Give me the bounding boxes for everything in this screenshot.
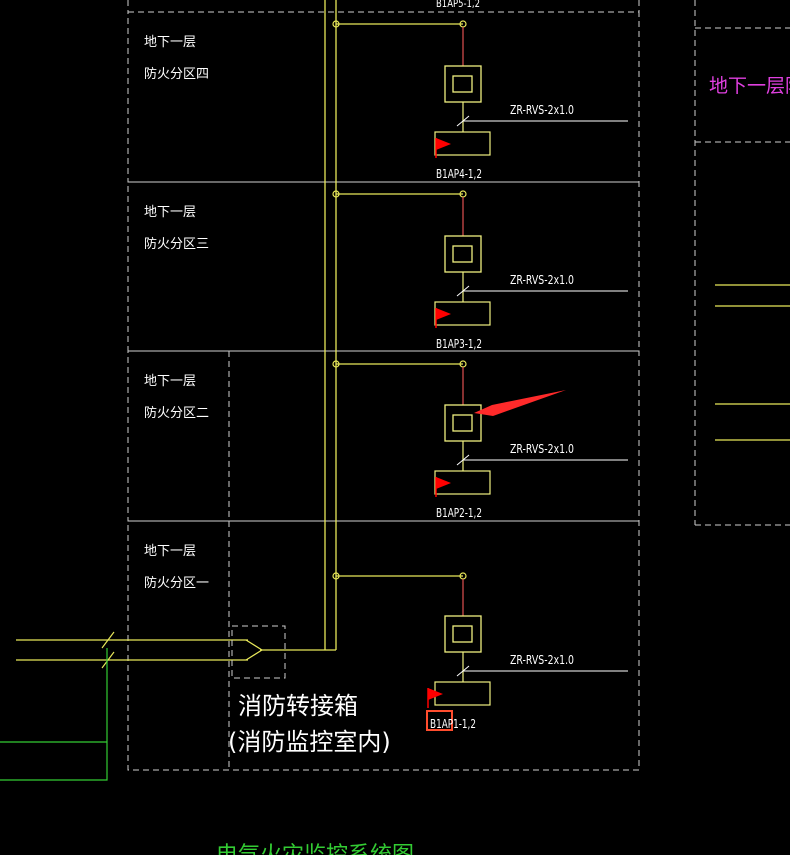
monitor-device-inner xyxy=(452,245,473,263)
right-side-panel xyxy=(694,0,790,526)
right-panel-bus-lines xyxy=(715,284,790,441)
zone-box-1 xyxy=(127,520,640,771)
panel-id-label: B1AP1-1,2 xyxy=(430,717,476,731)
monitor-device-inner xyxy=(452,414,473,432)
monitor-device-inner xyxy=(452,625,473,643)
incoming-tick-a xyxy=(101,631,115,649)
cable-tick xyxy=(456,285,470,297)
zone-floor-label: 地下一层 xyxy=(144,374,196,389)
junction-arrow xyxy=(245,639,264,661)
junction-box-location: (消防监控室内) xyxy=(228,728,391,756)
panel-id-label: B1AP2-1,2 xyxy=(436,506,482,520)
junction-dot xyxy=(332,190,340,198)
cable-tick xyxy=(456,115,470,127)
panel-id-label: B1AP4-1,2 xyxy=(436,167,482,181)
cable-tick xyxy=(456,454,470,466)
monitor-device-inner xyxy=(452,75,473,93)
zone-floor-label: 地下一层 xyxy=(144,35,196,50)
panel-box xyxy=(434,470,491,495)
junction-box-title: 消防转接箱 xyxy=(238,692,358,720)
panel-box xyxy=(434,301,491,326)
incoming-tick-b xyxy=(101,651,115,669)
zone-floor-label: 地下一层 xyxy=(144,205,196,220)
main-bus xyxy=(260,0,463,651)
panel-id-label: B1AP3-1,2 xyxy=(436,337,482,351)
zone-box-4 xyxy=(127,11,640,183)
zone-area-label: 防火分区三 xyxy=(144,236,209,252)
feeder-units xyxy=(426,27,628,731)
junction-dot xyxy=(332,572,340,580)
zone-area-label: 防火分区一 xyxy=(144,575,209,591)
green-lines xyxy=(0,648,108,781)
diagram-title: 电气火灾监控系统图 xyxy=(216,843,414,855)
zone-area-label: 防火分区四 xyxy=(144,66,209,82)
flag-icon xyxy=(436,138,451,150)
cable-tick xyxy=(456,665,470,677)
cable-spec-label: ZR-RVS-2x1.0 xyxy=(510,103,574,117)
highlight-box xyxy=(426,710,453,731)
green-line-b xyxy=(0,648,108,781)
panel-box xyxy=(434,131,491,156)
panel-labels: B1AP4-1,2ZR-RVS-2x1.0B1AP3-1,2ZR-RVS-2x1… xyxy=(430,103,574,731)
flag-icon xyxy=(436,308,451,320)
zone-area-label: 防火分区二 xyxy=(144,405,209,421)
top-panel-label: B1AP5-1,2 xyxy=(436,0,480,10)
fire-zone-boxes xyxy=(127,0,640,771)
annotation-arrow xyxy=(474,390,566,416)
annotation-arrow-head xyxy=(474,390,566,416)
junction-dot xyxy=(332,20,340,28)
cable-spec-label: ZR-RVS-2x1.0 xyxy=(510,653,574,667)
zone-floor-label: 地下一层 xyxy=(144,544,196,559)
zone-box-2 xyxy=(127,350,640,522)
flag-icon xyxy=(428,688,443,700)
cable-spec-label: ZR-RVS-2x1.0 xyxy=(510,273,574,287)
junction-dot xyxy=(332,360,340,368)
cable-spec-label: ZR-RVS-2x1.0 xyxy=(510,442,574,456)
incoming-feed-lines xyxy=(16,631,264,669)
junction-box xyxy=(231,625,286,679)
flag-icon xyxy=(436,477,451,489)
